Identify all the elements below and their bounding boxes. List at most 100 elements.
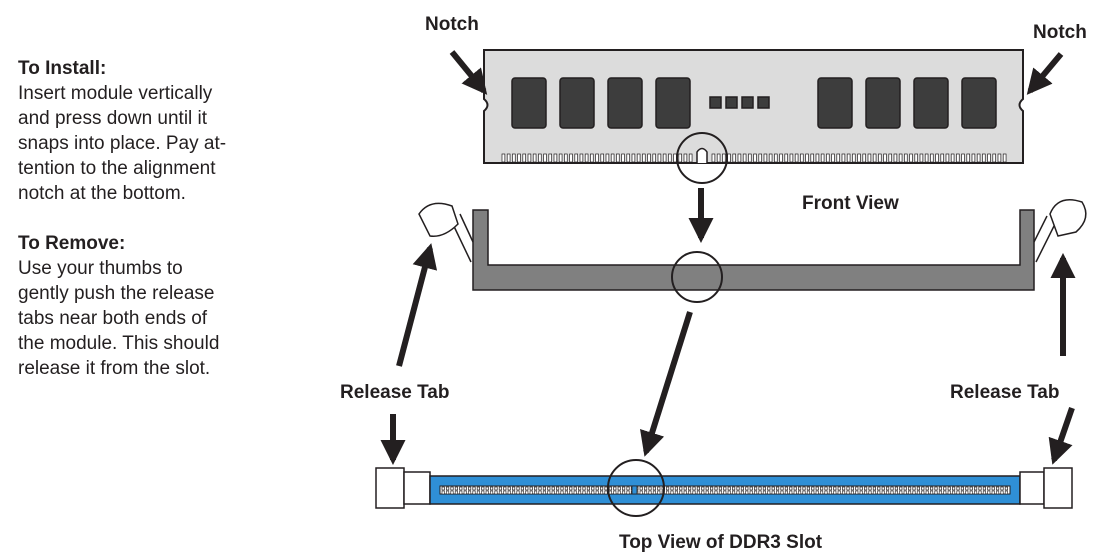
slot-pin xyxy=(868,486,872,491)
module-pin xyxy=(600,153,605,163)
module-pin xyxy=(950,153,955,163)
slot-pin xyxy=(714,490,718,495)
module-pin xyxy=(774,153,778,163)
memory-chip xyxy=(559,77,595,129)
small-chip xyxy=(741,96,754,109)
slot-pin xyxy=(591,486,595,491)
release-tab-left-side xyxy=(418,202,474,263)
slot-pin xyxy=(494,490,498,495)
slot-pin xyxy=(556,490,560,495)
slot-pin xyxy=(705,486,709,491)
slot-pin xyxy=(463,490,467,495)
slot-pin xyxy=(881,490,885,495)
slot-pin xyxy=(824,486,828,491)
slot-pin xyxy=(626,490,630,495)
module-pin xyxy=(506,153,511,163)
module-pin xyxy=(893,153,898,163)
slot-pin xyxy=(613,486,617,491)
memory-chip xyxy=(817,77,853,129)
release-tab-label-left: Release Tab xyxy=(340,382,449,403)
slot-end-cap xyxy=(375,467,405,509)
module-pin xyxy=(836,153,841,163)
module-pin xyxy=(820,153,825,163)
slot-pin xyxy=(454,490,458,495)
release-tab-left-up-arrow xyxy=(396,243,438,367)
slot-pin xyxy=(468,486,472,491)
slot-pin xyxy=(846,486,850,491)
slot-pin xyxy=(960,490,964,495)
module-chips xyxy=(511,77,997,129)
slot-pin xyxy=(586,486,590,491)
module-pin xyxy=(722,153,726,163)
slot-pins xyxy=(441,486,1008,495)
slot-pin xyxy=(740,490,744,495)
module-pin xyxy=(857,153,861,163)
slot-pin xyxy=(881,486,885,491)
slot-pin xyxy=(586,490,590,495)
slot-pin xyxy=(943,486,947,491)
slot-pin xyxy=(996,490,1000,495)
slot-pin xyxy=(784,486,788,491)
module-pin xyxy=(800,153,804,163)
module-pin xyxy=(564,153,568,163)
slot-pin xyxy=(696,490,700,495)
slot-pin xyxy=(516,486,520,491)
slot-pin xyxy=(903,486,907,491)
module-pin xyxy=(976,153,981,163)
slot-pin xyxy=(842,486,846,491)
module-pin xyxy=(779,153,783,163)
slot-pin xyxy=(952,490,956,495)
slot-pin xyxy=(639,486,643,491)
slot-pin xyxy=(815,490,819,495)
slot-pin xyxy=(991,490,995,495)
module-pin xyxy=(522,153,527,163)
slot-pin xyxy=(736,490,740,495)
module-pin xyxy=(841,153,846,163)
slot-pin xyxy=(842,490,846,495)
slot-pin xyxy=(1000,490,1004,495)
slot-pin xyxy=(740,486,744,491)
slot-pin xyxy=(899,486,903,491)
memory-chip xyxy=(913,77,949,129)
slot-pin xyxy=(982,490,986,495)
slot-pin xyxy=(644,486,648,491)
slot-pin xyxy=(802,486,806,491)
module-pin xyxy=(748,153,752,163)
slot-pin xyxy=(710,490,714,495)
slot-pin xyxy=(908,490,912,495)
slot-pin xyxy=(503,486,507,491)
slot-pin xyxy=(446,486,450,491)
slot-pin xyxy=(538,490,542,495)
slot-end-latch xyxy=(403,471,431,505)
slot-pin xyxy=(815,486,819,491)
module-pin xyxy=(683,153,688,163)
slot-pin xyxy=(833,486,837,491)
slot-pin xyxy=(996,486,1000,491)
slot-pin xyxy=(450,490,454,495)
slot-pin xyxy=(551,486,555,491)
slot-pin xyxy=(925,490,929,495)
slot-pin xyxy=(978,486,982,491)
slot-pin xyxy=(525,490,529,495)
module-pin xyxy=(815,153,820,163)
slot-pin xyxy=(710,486,714,491)
slot-pin xyxy=(547,486,551,491)
slot-pin xyxy=(921,486,925,491)
slot-pin xyxy=(714,486,718,491)
module-pin xyxy=(919,153,924,163)
slot-pin xyxy=(1004,486,1008,491)
module-pin xyxy=(898,153,903,163)
slot-pin xyxy=(811,486,815,491)
slot-pin xyxy=(582,490,586,495)
slot-pin xyxy=(930,490,934,495)
slot-pin xyxy=(494,486,498,491)
slot-pin xyxy=(652,490,656,495)
slot-pin xyxy=(595,486,599,491)
slot-pin xyxy=(894,490,898,495)
module-pin xyxy=(732,153,737,163)
slot-pin xyxy=(987,486,991,491)
slot-pin xyxy=(578,486,582,491)
module-pin xyxy=(763,153,768,163)
slot-pin xyxy=(758,490,762,495)
